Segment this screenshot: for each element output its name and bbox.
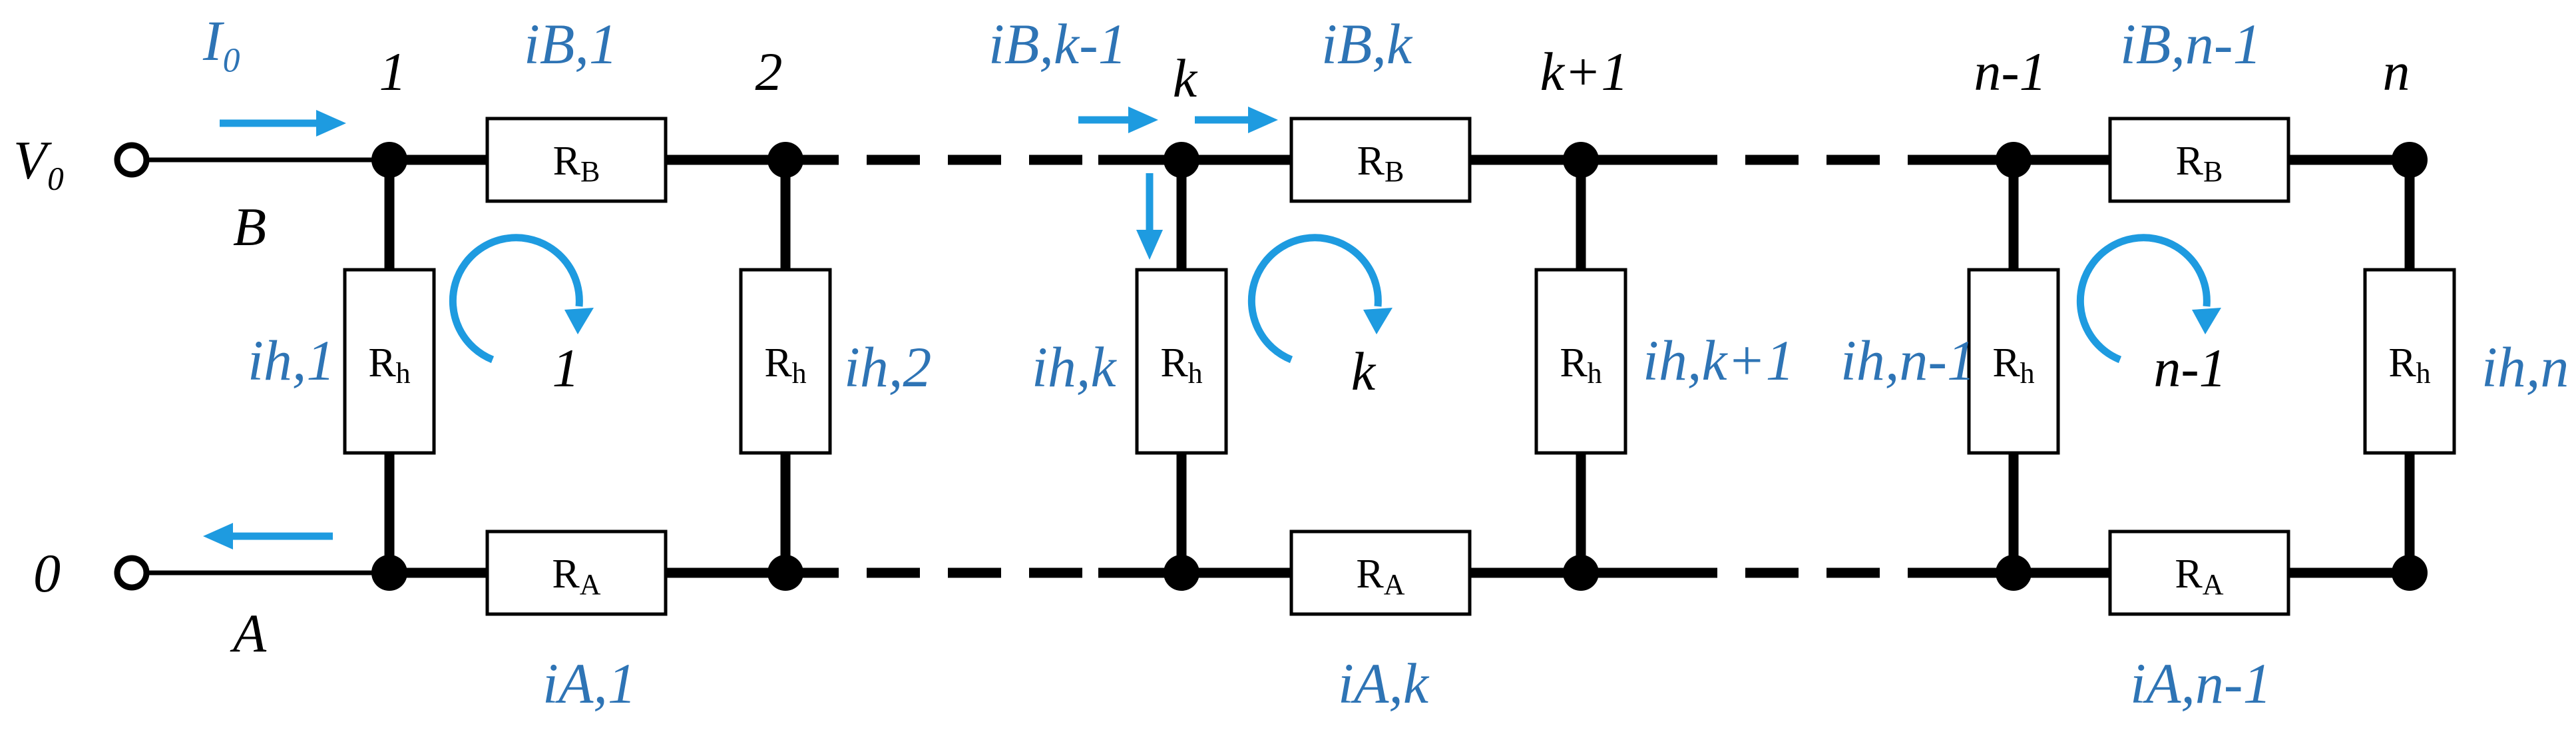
resistor-ra-1: RA: [485, 530, 668, 616]
svg-text:RA: RA: [1356, 551, 1404, 601]
label-ib-1: iB,1: [524, 12, 618, 76]
label-ih-n: ih,n: [2481, 335, 2569, 399]
resistor-rh-1: Rh: [343, 268, 436, 455]
label-ih-n-minus-1: ih,n-1: [1840, 328, 1976, 392]
resistor-rb-k: RB: [1289, 117, 1472, 203]
label-v0: V₀: [13, 130, 66, 190]
loop-label-n-minus-1: n-1: [2153, 338, 2226, 398]
resistor-rh-k1: Rh: [1534, 268, 1627, 455]
svg-text:RB: RB: [2176, 139, 2223, 188]
loop-label-k: k: [1351, 341, 1377, 402]
junction-nodes: [371, 142, 2428, 591]
svg-text:Rh: Rh: [1160, 340, 1202, 390]
label-i0: I₀: [202, 9, 242, 73]
node-label-k: k: [1173, 48, 1198, 109]
label-ib-k-minus-1: iB,k-1: [988, 12, 1127, 76]
resistor-rh-2: Rh: [739, 268, 832, 455]
label-zero: 0: [33, 543, 61, 603]
svg-text:RA: RA: [552, 551, 600, 601]
node-label-k-plus-1: k+1: [1540, 41, 1629, 102]
node-label-n: n: [2383, 41, 2410, 102]
resistor-rh-n: Rh: [2363, 268, 2456, 455]
loop-label-1: 1: [552, 338, 580, 398]
label-rail-b: B: [233, 196, 266, 257]
label-ih-2: ih,2: [844, 335, 931, 399]
svg-text:Rh: Rh: [2388, 340, 2430, 390]
resistor-ra-n1: RA: [2108, 530, 2290, 616]
resistor-rh-n1: Rh: [1967, 268, 2060, 455]
terminal-v0: [114, 142, 150, 178]
svg-text:RB: RB: [553, 139, 600, 188]
label-ia-n-minus-1: iA,n-1: [2130, 651, 2272, 715]
rungs: [384, 160, 2415, 573]
arrow-return-current: [203, 523, 333, 549]
svg-text:Rh: Rh: [368, 340, 410, 390]
resistor-rh-k: Rh: [1135, 268, 1228, 455]
label-ia-1: iA,1: [542, 651, 636, 715]
input-terminals: [114, 142, 389, 591]
terminal-zero: [114, 555, 150, 591]
arrow-i0: [220, 110, 346, 137]
label-ib-k: iB,k: [1321, 12, 1413, 76]
node-label-n-minus-1: n-1: [1974, 41, 2046, 102]
node-label-2: 2: [755, 41, 783, 102]
svg-text:Rh: Rh: [764, 340, 806, 390]
label-ih-k-plus-1: ih,k+1: [1643, 328, 1795, 392]
svg-text:RA: RA: [2175, 551, 2223, 601]
label-ib-n-minus-1: iB,n-1: [2120, 12, 2262, 76]
label-ia-k: iA,k: [1338, 651, 1430, 715]
svg-text:RB: RB: [1357, 139, 1404, 188]
label-ih-k: ih,k: [1032, 335, 1117, 399]
arrow-ib-k: [1195, 107, 1278, 133]
svg-text:Rh: Rh: [1992, 340, 2034, 390]
arrow-ih-k: [1136, 173, 1163, 260]
arrow-ib-k-minus-1: [1078, 107, 1158, 133]
resistor-rb-1: RB: [485, 117, 668, 203]
node-label-1: 1: [379, 41, 407, 102]
svg-text:Rh: Rh: [1560, 340, 1602, 390]
label-ih-1: ih,1: [248, 328, 335, 392]
resistor-ra-k: RA: [1289, 530, 1472, 616]
label-rail-a: A: [230, 603, 267, 663]
resistor-rb-n1: RB: [2108, 117, 2290, 203]
